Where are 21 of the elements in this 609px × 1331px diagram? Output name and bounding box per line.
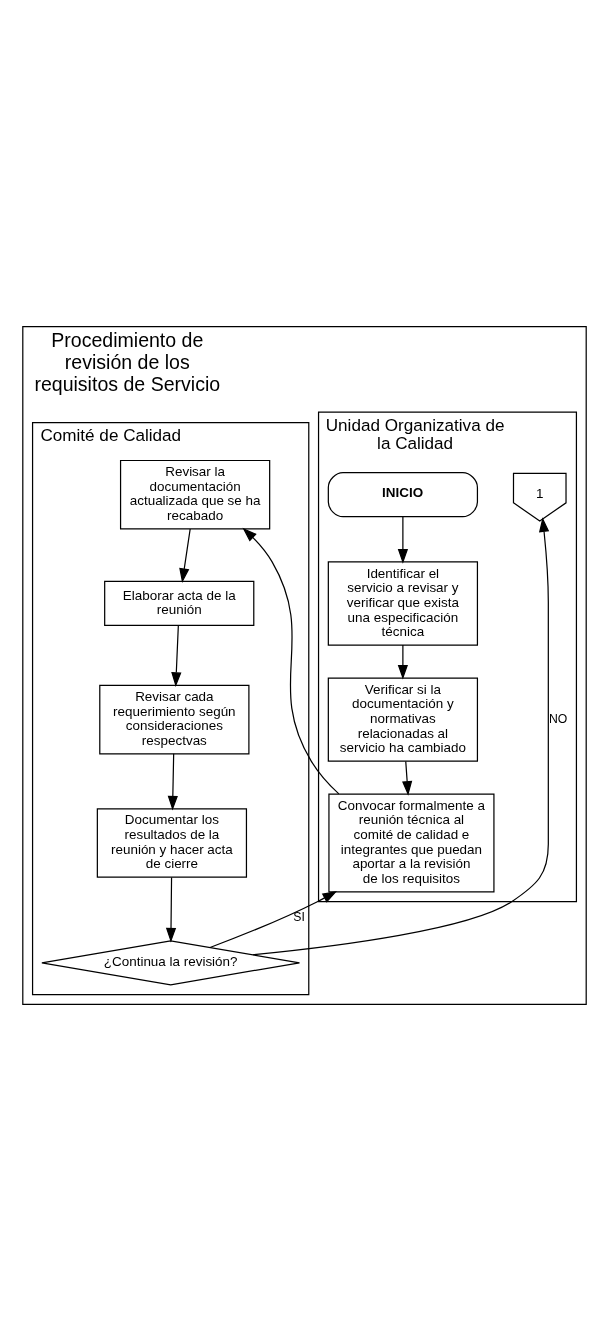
node-box: Documentar los resultados de la reunión y hacer acta de cierre <box>96 808 248 878</box>
arrow <box>252 517 550 956</box>
node-box: Convocar formalmente a reunión técnica al comité de calidad e integrantes que puedan aportar a la revisión de los requisitos <box>328 793 495 893</box>
node-diamond: ¿Continua la revisión? <box>41 940 301 986</box>
node-box: Revisar cada requerimiento según consideraciones respectvas <box>99 684 250 755</box>
node-box: Revisar la documentación actualizada que se ha recabado <box>119 459 271 530</box>
arrow <box>242 527 340 795</box>
arrow <box>397 516 408 564</box>
arrow <box>209 891 338 949</box>
node-box: Elaborar acta de la reunión <box>104 580 255 627</box>
arrow <box>171 624 182 687</box>
arrow <box>167 753 178 811</box>
arrow <box>165 876 177 943</box>
edge-label: NO <box>548 711 568 726</box>
node-box: Identificar el servicio a revisar y verificar que exista una especificación técnica <box>327 561 479 646</box>
arrow <box>402 760 413 796</box>
node-box: INICIO <box>327 472 479 518</box>
edge-label: SI <box>293 910 305 925</box>
node-box: Verificar si la documentación y normativas relacionadas al servicio ha cambiado <box>327 677 479 762</box>
arrow <box>179 528 191 584</box>
arrow <box>397 644 408 680</box>
